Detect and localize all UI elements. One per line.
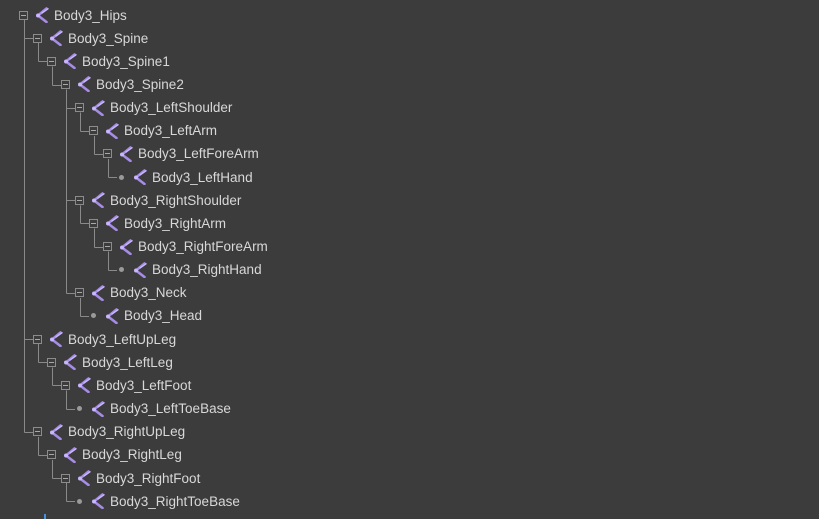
collapse-toggle[interactable] <box>33 33 42 43</box>
bone-icon <box>50 331 63 348</box>
bone-icon <box>64 354 77 371</box>
tree-node[interactable]: Body3_RightForeArm <box>103 235 268 258</box>
bone-icon <box>50 30 63 47</box>
leaf-node-dot <box>117 173 126 182</box>
collapse-toggle[interactable] <box>61 79 70 89</box>
tree-node-label: Body3_LeftShoulder <box>110 100 233 116</box>
tree-node-label: Body3_Hips <box>54 7 127 23</box>
tree-node-label: Body3_LeftArm <box>124 123 218 139</box>
tree-node[interactable]: Body3_RightToeBase <box>75 490 240 513</box>
bone-icon <box>78 377 91 394</box>
bone-icon <box>64 53 77 70</box>
tree-node[interactable]: Body3_Spine2 <box>61 73 184 96</box>
tree-node[interactable]: Body3_LeftUpLeg <box>33 328 176 351</box>
tree-node-label: Body3_Spine1 <box>82 53 170 69</box>
collapse-toggle[interactable] <box>103 242 112 251</box>
collapse-toggle[interactable] <box>47 56 56 66</box>
collapse-toggle[interactable] <box>89 126 98 136</box>
tree-node-label: Body3_Neck <box>110 285 187 301</box>
collapse-toggle[interactable] <box>61 473 70 483</box>
collapse-toggle[interactable] <box>75 195 84 205</box>
tree-node-label: Body3_LeftLeg <box>82 354 173 370</box>
tree-node[interactable]: Body3_LeftShoulder <box>75 96 232 119</box>
tree-node[interactable]: Body3_LeftHand <box>117 166 253 189</box>
tree-node[interactable]: Body3_Head <box>89 304 202 327</box>
bone-icon <box>78 470 91 486</box>
tree-node-label: Body3_Head <box>124 308 203 324</box>
tree-node-label: Body3_RightHand <box>152 262 262 278</box>
bone-icon <box>50 423 63 440</box>
tree-node[interactable]: Body3_LeftForeArm <box>103 142 259 165</box>
bone-icon <box>64 447 77 463</box>
leaf-node-dot <box>89 311 98 320</box>
collapse-toggle[interactable] <box>75 288 84 298</box>
collapse-toggle[interactable] <box>33 334 42 344</box>
leaf-node-dot <box>75 497 84 506</box>
collapse-toggle[interactable] <box>33 427 42 437</box>
bone-icon <box>120 238 133 255</box>
collapse-toggle[interactable] <box>89 218 98 228</box>
tree-node[interactable]: Body3_LeftToeBase <box>75 397 231 420</box>
collapse-toggle[interactable] <box>103 149 112 159</box>
tree-node[interactable]: Body3_LeftLeg <box>47 351 173 374</box>
bone-icon <box>78 76 91 93</box>
tree-node-label: Body3_LeftToeBase <box>110 401 231 417</box>
tree-node[interactable]: Body3_Neck <box>75 281 187 304</box>
tree-node[interactable]: Body3_LeftFoot <box>61 374 191 397</box>
bone-icon <box>92 493 105 510</box>
tree-node[interactable]: Body3_Hips <box>19 4 127 27</box>
bone-icon <box>92 284 105 301</box>
bone-icon <box>92 99 105 116</box>
bone-icon <box>106 122 119 139</box>
bone-icon <box>36 7 49 23</box>
tree-node[interactable]: Body3_RightLeg <box>47 443 182 466</box>
tree-node[interactable]: Body3_RightHand <box>117 258 262 281</box>
tree-node[interactable]: Body3_LeftArm <box>89 119 217 142</box>
tree-node[interactable]: Body3_RightFoot <box>61 467 200 490</box>
leaf-node-dot <box>117 265 126 274</box>
collapse-toggle[interactable] <box>19 10 28 20</box>
tree-node-label: Body3_RightForeArm <box>138 239 268 254</box>
leaf-node-dot <box>75 404 84 413</box>
tree-node[interactable]: Body3_Spine1 <box>47 50 170 73</box>
tree-node-label: Body3_RightShoulder <box>110 192 242 208</box>
tree-node-label: Body3_Spine2 <box>96 76 184 92</box>
bone-icon <box>106 308 119 324</box>
tree-node-label: Body3_LeftHand <box>152 169 253 185</box>
tree-node-label: Body3_RightLeg <box>82 447 182 463</box>
tree-node-label: Body3_Spine <box>68 30 149 46</box>
bone-icon <box>92 400 105 417</box>
tree-node[interactable]: Body3_RightShoulder <box>75 189 241 212</box>
tree-node-label: Body3_RightArm <box>124 215 227 231</box>
tree-node[interactable]: Body3_RightArm <box>89 212 226 235</box>
tree-node-label: Body3_RightUpLeg <box>68 424 186 440</box>
tree-node[interactable]: Body3_Spine <box>33 27 148 50</box>
bone-icon <box>134 169 147 186</box>
collapse-toggle[interactable] <box>47 450 56 460</box>
tree-node-label: Body3_LeftFoot <box>96 377 192 393</box>
tree-node-label: Body3_RightToeBase <box>110 493 240 509</box>
bone-icon <box>92 192 105 209</box>
collapse-toggle[interactable] <box>61 380 70 390</box>
tree-node-label: Body3_LeftForeArm <box>138 146 259 162</box>
tree-node-label: Body3_RightFoot <box>96 470 201 486</box>
bone-icon <box>106 215 119 232</box>
bone-icon <box>134 261 147 278</box>
collapse-toggle[interactable] <box>47 357 56 367</box>
collapse-toggle[interactable] <box>75 103 84 113</box>
scroll-marker <box>44 514 46 519</box>
tree-node[interactable]: Body3_RightUpLeg <box>33 420 185 443</box>
tree-node-label: Body3_LeftUpLeg <box>68 331 177 347</box>
bone-icon <box>120 146 133 162</box>
